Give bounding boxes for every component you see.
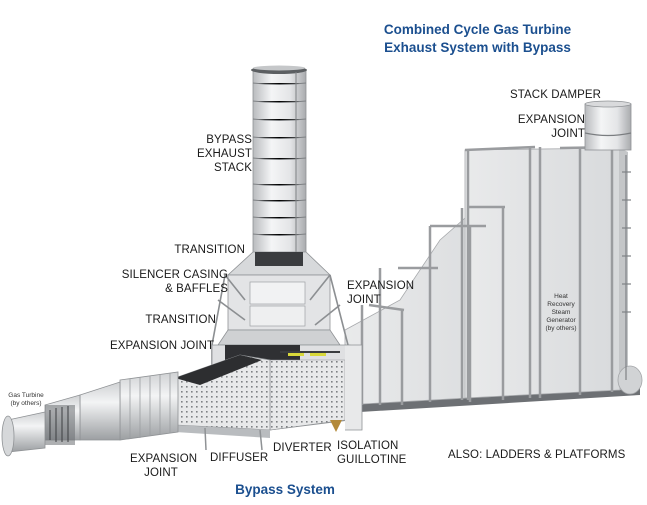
label-line: EXHAUST (196, 148, 252, 160)
gas-turbine (1, 371, 179, 457)
silencer-casing (211, 251, 349, 365)
title-line-2: Exhaust System with Bypass (384, 40, 571, 55)
label-line: Generator (546, 317, 576, 324)
label-expansion-joint-left: EXPANSION JOINT (110, 340, 215, 352)
label-line: JOINT (144, 467, 178, 479)
bypass-system-caption: Bypass System (235, 482, 335, 497)
label-line: EXPANSION (517, 114, 585, 126)
hrsg-stack (584, 100, 632, 151)
label-ladders-platforms: ALSO: LADDERS & PLATFORMS (448, 449, 626, 461)
label-line: EXPANSION (130, 453, 198, 465)
title-line-1: Combined Cycle Gas Turbine (383, 22, 572, 37)
label-expansion-joint-middle: EXPANSION JOINT (347, 279, 414, 307)
label-line: SILENCER CASING (121, 269, 228, 281)
label-line: Recovery (547, 301, 575, 308)
label-line: GUILLOTINE (337, 454, 407, 466)
label-line: Steam (551, 309, 571, 316)
label-line: BYPASS (206, 134, 252, 146)
label-gas-turbine: Gas Turbine (by others) (6, 392, 46, 408)
label-line: STACK (214, 162, 252, 174)
label-diverter: DIVERTER (273, 442, 332, 454)
label-stack-damper: STACK DAMPER (510, 89, 602, 101)
label-line: JOINT (551, 128, 585, 140)
label-hrsg: Heat Recovery Steam Generator (by others… (540, 293, 582, 333)
label-silencer-casing-baffles: SILENCER CASING & BAFFLES (110, 268, 228, 296)
label-transition-lower: TRANSITION (145, 314, 216, 326)
label-line: & BAFFLES (165, 283, 228, 295)
label-line: ISOLATION (337, 440, 399, 452)
hrsg-body (340, 145, 643, 412)
label-expansion-joint-top-right: EXPANSION JOINT (505, 113, 585, 141)
label-line: EXPANSION (347, 280, 415, 292)
label-bypass-exhaust-stack: BYPASS EXHAUST STACK (180, 133, 252, 175)
diffuser (174, 354, 271, 451)
label-line: (by others) (545, 325, 577, 332)
label-isolation-guillotine: ISOLATION GUILLOTINE (337, 439, 406, 467)
label-line: Gas Turbine (8, 392, 44, 399)
bypass-stack (251, 65, 307, 254)
label-line: JOINT (347, 294, 381, 306)
label-line: (by others) (10, 400, 42, 407)
label-diffuser: DIFFUSER (210, 452, 269, 464)
diagram-title: Combined Cycle Gas Turbine Exhaust Syste… (355, 21, 600, 57)
label-expansion-joint-bottom: EXPANSION JOINT (130, 452, 198, 480)
label-transition-upper: TRANSITION (174, 244, 245, 256)
label-line: Heat (554, 293, 568, 300)
